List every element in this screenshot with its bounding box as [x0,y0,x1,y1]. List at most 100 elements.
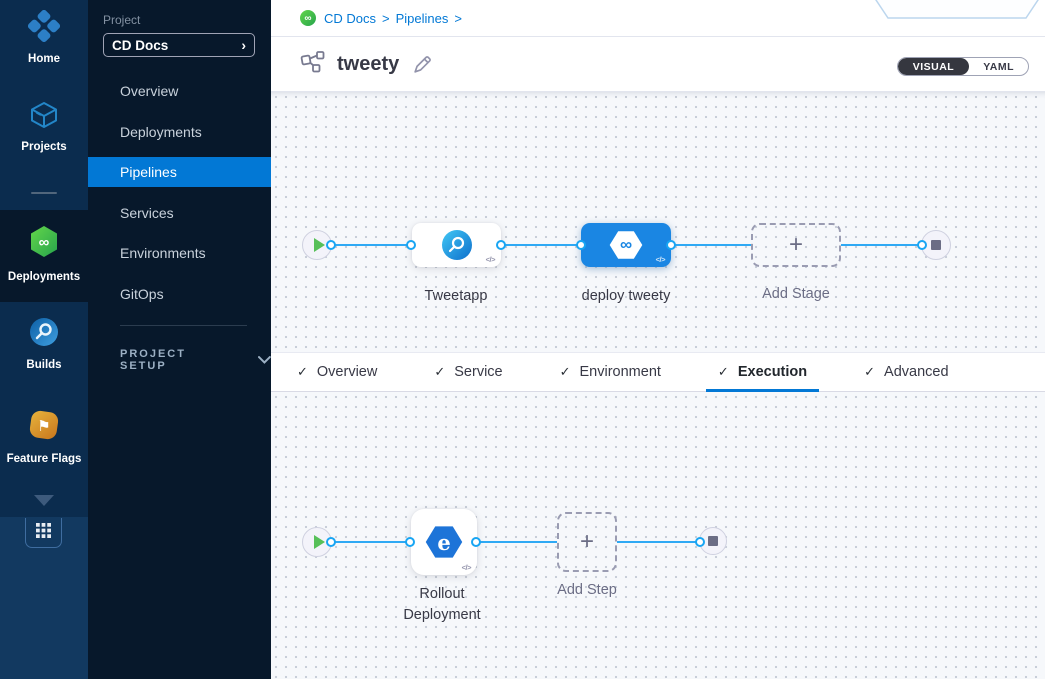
connector-dot [576,240,586,250]
projects-icon [29,100,59,135]
project-selector[interactable]: CD Docs › [103,33,255,57]
project-setup-label: PROJECT SETUP [120,348,186,372]
svg-text:⚑: ⚑ [37,418,50,435]
pipeline-icon [300,50,326,79]
play-icon [313,238,325,252]
add-step-button[interactable]: + [557,512,617,572]
sidebar-item-label: Builds [26,359,62,371]
edit-pipeline-name-button[interactable] [412,54,433,75]
chevron-down-icon[interactable] [34,495,54,506]
tab-environment[interactable]: ✓ Environment [560,353,661,391]
project-setup-toggle[interactable]: PROJECT SETUP [120,348,271,372]
stage-label: deploy tweety [581,288,671,304]
svg-text:∞: ∞ [39,234,50,251]
step-label: Rollout Deployment [403,586,481,624]
deployments-icon: ∞ [26,224,62,265]
module-nav-divider [31,192,57,194]
connector-dot [496,240,506,250]
plus-icon: + [579,528,594,555]
sidebar-item-services[interactable]: Services [88,198,271,228]
connector-line [841,244,927,246]
sidebar-item-label: GitOps [120,286,164,302]
tab-overview[interactable]: ✓ Overview [297,353,377,391]
connector-dot [326,240,336,250]
code-icon: </> [461,563,472,572]
connector-dot [406,240,416,250]
tab-label: Advanced [884,364,949,380]
sidebar-item-label: Feature Flags [6,453,82,465]
connector-line [501,244,581,246]
code-icon: </> [655,255,666,264]
stage-canvas[interactable]: </> ∞ </> + Tweetapp deploy tweety Add S… [271,92,1045,352]
tab-label: Environment [579,364,661,380]
tab-service[interactable]: ✓ Service [434,353,502,391]
add-step-label: Add Step [557,582,617,598]
sidebar-item-environments[interactable]: Environments [88,238,271,268]
add-stage-button[interactable]: + [751,223,841,267]
sidebar-item-label: Services [120,205,174,221]
sidebar-item-feature-flags[interactable]: ⚑ Feature Flags [0,408,88,467]
stage-node-tweetapp[interactable]: </> [412,223,501,267]
sidebar-item-home[interactable]: Home [0,9,88,67]
connector-dot [666,240,676,250]
stage-node-deploy-tweety[interactable]: ∞ </> [581,223,671,267]
connector-dot [405,537,415,547]
stage-config-tabs: ✓ Overview ✓ Service ✓ Environment ✓ Exe… [271,352,1045,392]
svg-text:PIPELINE STUDIO: PIPELINE STUDIO [887,0,1028,3]
sidebar-item-builds[interactable]: Builds [0,316,88,373]
rollout-deployment-icon: e [425,526,463,558]
connector-dot [695,537,705,547]
step-node-rollout-deployment[interactable]: e </> [411,509,477,575]
check-icon: ✓ [434,364,446,379]
sidebar-item-label: Overview [120,83,179,99]
chevron-right-icon: > [382,10,390,26]
ci-stage-icon [441,230,472,260]
sidebar-item-pipelines[interactable]: Pipelines [88,157,271,187]
sidebar-item-deployments[interactable]: ∞ Deployments [0,210,88,302]
chevron-down-icon [258,356,271,364]
module-nav: Home Projects ∞ Deployments [0,0,88,679]
tab-label: Service [454,364,503,380]
pipeline-studio-badge: PIPELINE STUDIO [869,0,1045,27]
sidebar-item-label: Projects [21,141,67,153]
sidebar-item-label: Home [28,53,60,65]
visual-toggle-button[interactable]: VISUAL [897,58,970,75]
play-icon [313,535,325,549]
feature-flags-icon: ⚑ [27,408,61,447]
project-section-label: Project [103,13,141,27]
tab-label: Execution [737,364,808,380]
module-nav-bottom-zone [0,517,88,679]
cd-module-icon: ∞ [300,10,316,26]
sidebar-item-deployments-list[interactable]: Deployments [88,117,271,147]
home-icon [27,9,61,47]
pipeline-start-node [302,230,332,260]
sidebar-item-label: Deployments [120,124,202,140]
connector-dot [471,537,481,547]
sidebar-item-label: Pipelines [120,164,177,180]
sidebar-item-gitops[interactable]: GitOps [88,279,271,309]
check-icon: ✓ [297,364,308,379]
chevron-right-icon: > [454,10,462,26]
sidebar-item-overview[interactable]: Overview [88,76,271,106]
project-nav-divider [120,325,247,326]
connector-line [617,541,703,543]
module-grid-button[interactable] [25,518,62,548]
chevron-right-icon: › [241,37,246,53]
check-icon: ✓ [559,364,571,379]
breadcrumb-project-link[interactable]: CD Docs [324,10,377,26]
stop-icon [931,240,941,250]
builds-icon [28,316,60,353]
breadcrumb-pipelines-link[interactable]: Pipelines [395,10,449,26]
main-area: ∞ CD Docs > Pipelines > PIPELINE STUDIO … [271,0,1045,679]
tab-advanced[interactable]: ✓ Advanced [864,353,948,391]
yaml-toggle-button[interactable]: YAML [983,60,1014,73]
connector-line [671,244,751,246]
sidebar-item-projects[interactable]: Projects [0,100,88,155]
page-title: tweety [337,52,400,75]
view-mode-toggle: VISUAL YAML [896,57,1029,76]
sidebar-item-label: Deployments [7,271,81,283]
tab-execution[interactable]: ✓ Execution [705,353,820,392]
stop-icon [708,536,718,546]
add-stage-label: Add Stage [762,286,830,302]
execution-canvas[interactable]: e </> + Rollout Deployment Add Step [271,392,1045,679]
